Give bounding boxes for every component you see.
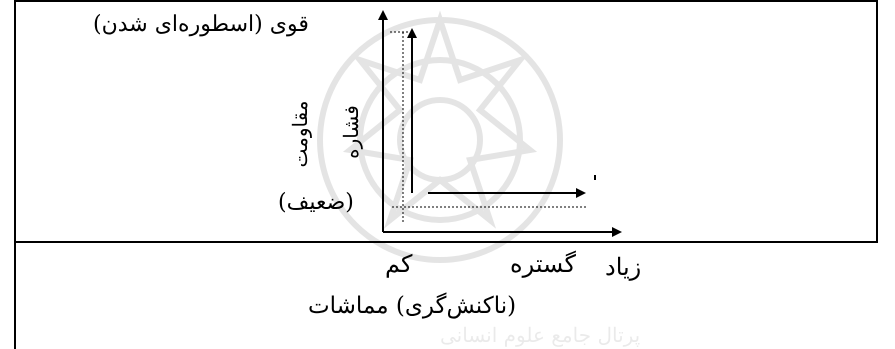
y-arrow-label: فشاره bbox=[339, 105, 363, 159]
watermark-text: پرتال جامع علوم انسانی bbox=[440, 323, 641, 347]
frame-right-border bbox=[876, 0, 878, 243]
y-axis-label: مقاومت bbox=[288, 100, 312, 168]
x-left-label: کم bbox=[385, 250, 413, 278]
frame-bottom-border bbox=[14, 241, 878, 243]
y-top-label: قوی (اسطوره‌ای شدن) bbox=[93, 12, 309, 37]
x-right-label: زیاد bbox=[605, 253, 642, 281]
watermark-emblem bbox=[317, 10, 563, 263]
frame-top-border bbox=[14, 0, 878, 2]
x-axis-label: (ناکنش‌گری) مماشات bbox=[308, 293, 517, 319]
y-bottom-label: (ضعیف) bbox=[278, 190, 354, 215]
frame-left-border bbox=[14, 0, 16, 349]
x-middle-label: گستره bbox=[510, 250, 576, 278]
